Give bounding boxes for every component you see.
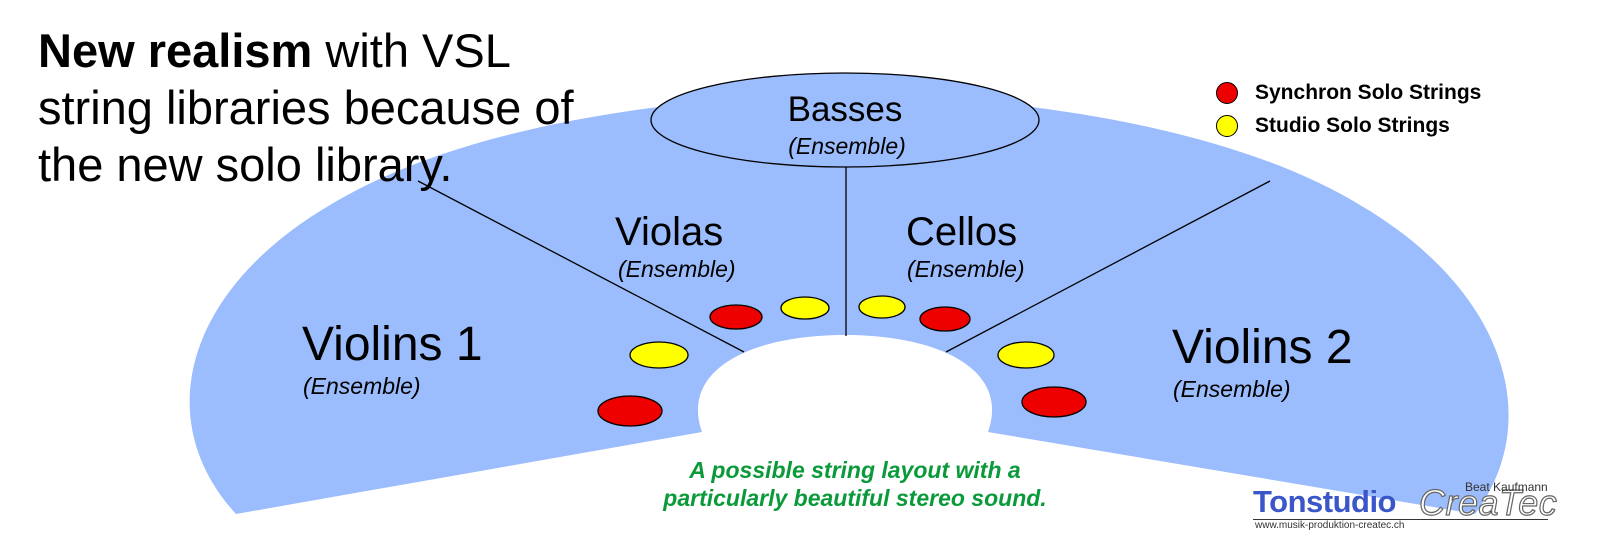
logo-url-text: www.musik-produktion-createc.ch	[1255, 520, 1405, 531]
studio-solo-player	[997, 341, 1055, 369]
caption-line-1: A possible string layout with a	[689, 457, 1021, 483]
cellos-sub-label: (Ensemble)	[907, 256, 1025, 282]
divider-cellos-violins2	[945, 180, 1271, 353]
violas-sub-label: (Ensemble)	[618, 256, 736, 282]
violins1-sub-label: (Ensemble)	[303, 373, 421, 399]
legend: Synchron Solo Strings Studio Solo String…	[1216, 76, 1481, 142]
basses-sub-label: (Ensemble)	[788, 133, 906, 159]
legend-label-studio: Studio Solo Strings	[1255, 113, 1450, 137]
synchron-solo-player	[1021, 386, 1087, 418]
red-dot-icon	[1216, 81, 1238, 104]
logo-author-text: Beat Kaufmann	[1465, 480, 1548, 494]
legend-item-studio: Studio Solo Strings	[1216, 109, 1481, 142]
violins2-label: Violins 2	[1172, 321, 1353, 374]
logo-brand-text: CreaTec	[1418, 481, 1558, 523]
orchestra-fan-area	[189, 95, 1509, 514]
divider-violins1-violas	[417, 180, 745, 353]
logo-main-text: Tonstudio	[1253, 484, 1397, 519]
synchron-solo-player	[709, 304, 763, 330]
logo-rule	[1253, 519, 1548, 520]
synchron-solo-player	[597, 395, 663, 427]
diagram-caption: A possible string layout with a particul…	[605, 456, 1105, 512]
legend-item-synchron: Synchron Solo Strings	[1216, 76, 1481, 109]
studio-solo-player	[858, 295, 906, 319]
yellow-dot-icon	[1216, 114, 1238, 137]
legend-label-synchron: Synchron Solo Strings	[1255, 80, 1482, 104]
caption-line-2: particularly beautiful stereo sound.	[663, 485, 1047, 511]
headline: New realism with VSL string libraries be…	[38, 22, 598, 193]
studio-logo: Tonstudio CreaTec Beat Kaufmann www.musi…	[1253, 480, 1557, 532]
studio-solo-player	[629, 341, 689, 369]
studio-solo-player	[780, 296, 830, 320]
synchron-solo-player	[919, 306, 971, 332]
basses-ellipse	[650, 72, 1040, 168]
basses-label: Basses	[788, 90, 903, 129]
cellos-label: Cellos	[906, 210, 1017, 254]
violins1-label: Violins 1	[302, 318, 483, 371]
headline-rest: with VSL string libraries because of the…	[38, 24, 574, 191]
headline-bold: New realism	[38, 24, 313, 77]
violas-label: Violas	[615, 210, 723, 254]
violins2-sub-label: (Ensemble)	[1173, 376, 1291, 402]
